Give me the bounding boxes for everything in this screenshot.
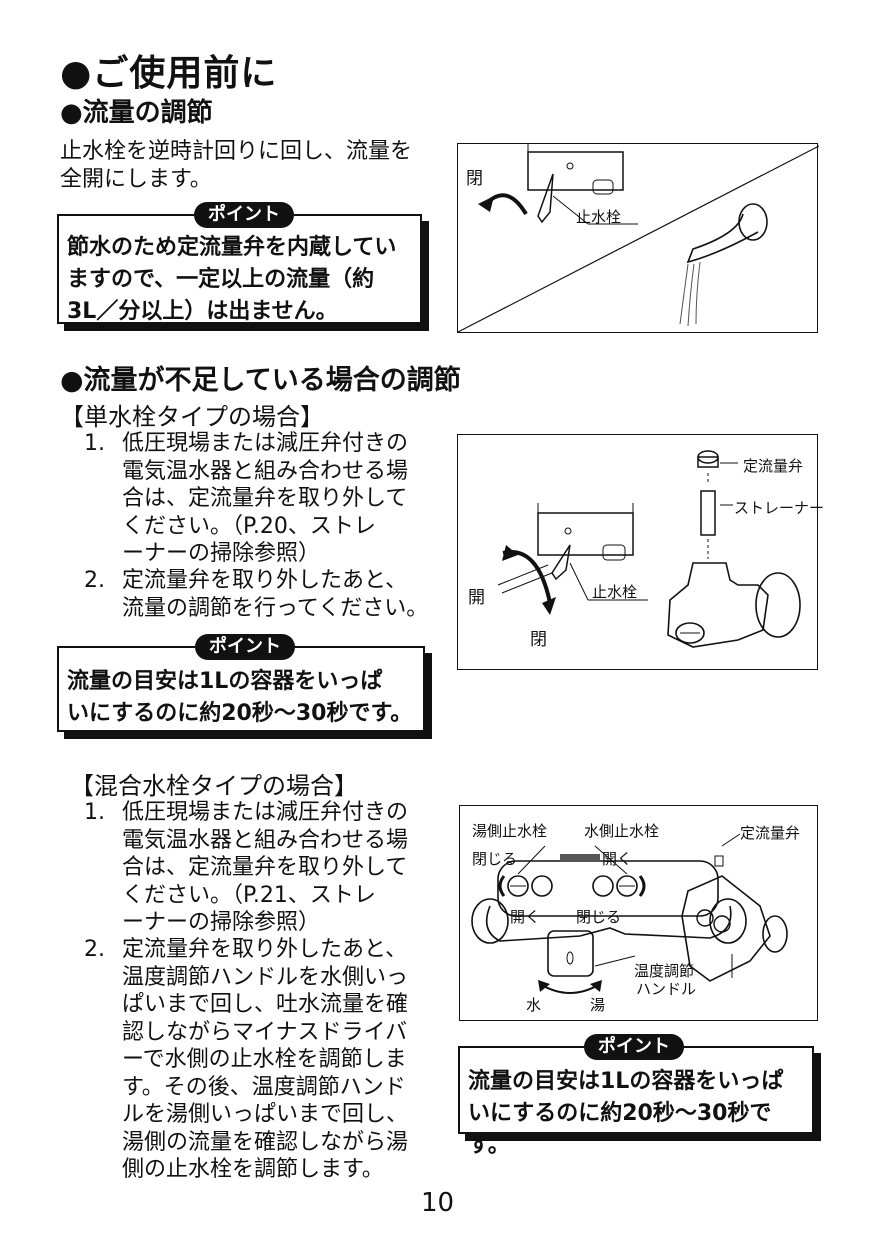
label-stop-valve: 止水栓 — [576, 208, 622, 226]
section1-body: 止水栓を逆時計回りに回し、流量を 全開にします。 — [60, 138, 412, 194]
label-temp-handle-1: 温度調節 — [634, 962, 695, 980]
mixed-faucet-illustration — [471, 833, 788, 994]
list-item: 1. 低圧現場または減圧弁付きの 電気温水器と組み合わせる場 合は、定流量弁を取… — [84, 799, 434, 939]
list-line: 湯側の流量を確認しながら湯 — [122, 1129, 409, 1155]
figure-single-faucet: 定流量弁 ストレーナー 止水栓 開 閉 — [457, 434, 824, 670]
list-line: 側の止水栓を調節します。 — [122, 1157, 384, 1182]
label-close: 閉 — [530, 630, 547, 650]
page-title: ●ご使用前に — [60, 53, 278, 94]
subheading-single-faucet: 【単水栓タイプの場合】 — [60, 403, 324, 431]
list-number: 2. — [84, 568, 105, 593]
list-line: ぱいまで回し、吐水流量を確 — [122, 992, 409, 1017]
list-line: 認しながらマイナスドライバ — [122, 1019, 408, 1045]
label-close-right: 閉じる — [576, 908, 622, 926]
label-cold-stop-valve: 水側止水栓 — [584, 822, 660, 840]
label-fixed-flow-valve: 定流量弁 — [743, 457, 804, 475]
page-number: 10 — [420, 1188, 455, 1218]
label-close: 閉 — [466, 169, 483, 189]
list-line: ーナーの掃除参照） — [122, 541, 321, 566]
point-tag: ポイント — [195, 634, 295, 660]
point-tag: ポイント — [194, 202, 294, 228]
point-box-2: ポイント 流量の目安は1Lの容器をいっぱ いにするのに約20秒〜30秒です。 — [57, 634, 425, 732]
point-line: いにするのに約20秒〜30秒です。 — [468, 1101, 772, 1158]
point-line: 節水のため定流量弁を内蔵してい — [67, 235, 397, 260]
list-item: 2. 定流量弁を取り外したあと、 流量の調節を行ってください。 — [84, 567, 434, 627]
list-item: 1. 低圧現場または減圧弁付きの 電気温水器と組み合わせる場 合は、定流量弁を取… — [84, 430, 434, 570]
list-line: 定流量弁を取り外したあと、 — [122, 937, 408, 962]
list-line: 合は、定流量弁を取り外して — [122, 486, 408, 511]
label-stop-valve: 止水栓 — [592, 583, 638, 601]
list-line: ください。（P.21、ストレ — [122, 882, 376, 908]
list-line: ーで水側の止水栓を調節しま — [122, 1047, 407, 1072]
list-line: 流量の調節を行ってください。 — [122, 595, 429, 621]
point-text: 節水のため定流量弁を内蔵してい ますので、一定以上の流量（約 3L／分以上）は出… — [67, 232, 396, 328]
point-line: 流量の目安は1Lの容器をいっぱ — [67, 669, 383, 694]
figure-mixed-faucet: 湯側止水栓 水側止水栓 定流量弁 閉じる 開く 開く 閉じる 温度調節 ハンドル… — [459, 805, 818, 1021]
list-item: 2. 定流量弁を取り外したあと、 温度調節ハンドルを水側いっ ぱいまで回し、吐水… — [84, 936, 434, 1186]
label-close-left: 閉じる — [472, 850, 518, 868]
list-line: 低圧現場または減圧弁付きの — [122, 431, 409, 456]
single-faucet-illustration — [497, 450, 801, 648]
point-box-1: ポイント 節水のため定流量弁を内蔵してい ますので、一定以上の流量（約 3L／分… — [57, 202, 422, 324]
point-line: 流量の目安は1Lの容器をいっぱ — [468, 1069, 784, 1094]
label-strainer: ストレーナー — [734, 499, 825, 517]
list-body: 定流量弁を取り外したあと、 流量の調節を行ってください。 — [122, 567, 428, 622]
point-box-3: ポイント 流量の目安は1Lの容器をいっぱ いにするのに約20秒〜30秒です。 — [458, 1034, 814, 1158]
list-number: 1. — [84, 800, 105, 825]
label-open-right: 開く — [602, 850, 633, 868]
list-line: 温度調節ハンドルを水側いっ — [122, 964, 409, 990]
point-line: ますので、一定以上の流量（約 — [67, 267, 375, 292]
label-hot: 湯 — [590, 996, 606, 1014]
point-line: いにするのに約20秒〜30秒です。 — [67, 701, 413, 726]
label-hot-stop-valve: 湯側止水栓 — [472, 822, 548, 840]
list-body: 定流量弁を取り外したあと、 温度調節ハンドルを水側いっ ぱいまで回し、吐水流量を… — [122, 936, 408, 1184]
list-body: 低圧現場または減圧弁付きの 電気温水器と組み合わせる場 合は、定流量弁を取り外し… — [122, 430, 408, 568]
list-line: 定流量弁を取り外したあと、 — [122, 568, 408, 593]
figure-valve-faucet: 閉 止水栓 — [457, 143, 819, 333]
list-body: 低圧現場または減圧弁付きの 電気温水器と組み合わせる場 合は、定流量弁を取り外し… — [122, 799, 408, 937]
subheading-mixed-faucet: 【混合水栓タイプの場合】 — [70, 772, 358, 800]
label-fixed-flow-valve: 定流量弁 — [740, 824, 801, 842]
list-line: 低圧現場または減圧弁付きの — [122, 800, 409, 825]
list-line: 電気温水器と組み合わせる場 — [122, 827, 409, 853]
list-line: ください。（P.20、ストレ — [122, 513, 376, 539]
label-water: 水 — [526, 996, 542, 1014]
list-line: す。その後、温度調節ハンド — [122, 1074, 406, 1100]
label-temp-handle-2: ハンドル — [636, 980, 697, 998]
point-tag: ポイント — [584, 1034, 684, 1060]
point-line: 3L／分以上）は出ません。 — [67, 299, 338, 324]
label-open-left: 開く — [510, 908, 541, 926]
point-text: 流量の目安は1Lの容器をいっぱ いにするのに約20秒〜30秒です。 — [468, 1066, 812, 1162]
list-line: ーナーの掃除参照） — [122, 910, 321, 935]
list-line: ルを湯側いっぱいまで回し、 — [122, 1102, 409, 1127]
valve-faucet-illustration — [458, 144, 819, 333]
list-line: 合は、定流量弁を取り外して — [122, 855, 408, 880]
list-number: 2. — [84, 937, 105, 962]
body-line: 止水栓を逆時計回りに回し、流量を — [60, 139, 413, 164]
section-heading-flow-adjust: ●流量の調節 — [60, 98, 213, 128]
list-line: 電気温水器と組み合わせる場 — [122, 458, 409, 484]
section-heading-insufficient-flow: ●流量が不足している場合の調節 — [60, 365, 461, 396]
list-number: 1. — [84, 431, 105, 456]
label-open: 開 — [468, 588, 485, 608]
body-line: 全開にします。 — [60, 167, 212, 192]
point-text: 流量の目安は1Lの容器をいっぱ いにするのに約20秒〜30秒です。 — [67, 666, 412, 730]
